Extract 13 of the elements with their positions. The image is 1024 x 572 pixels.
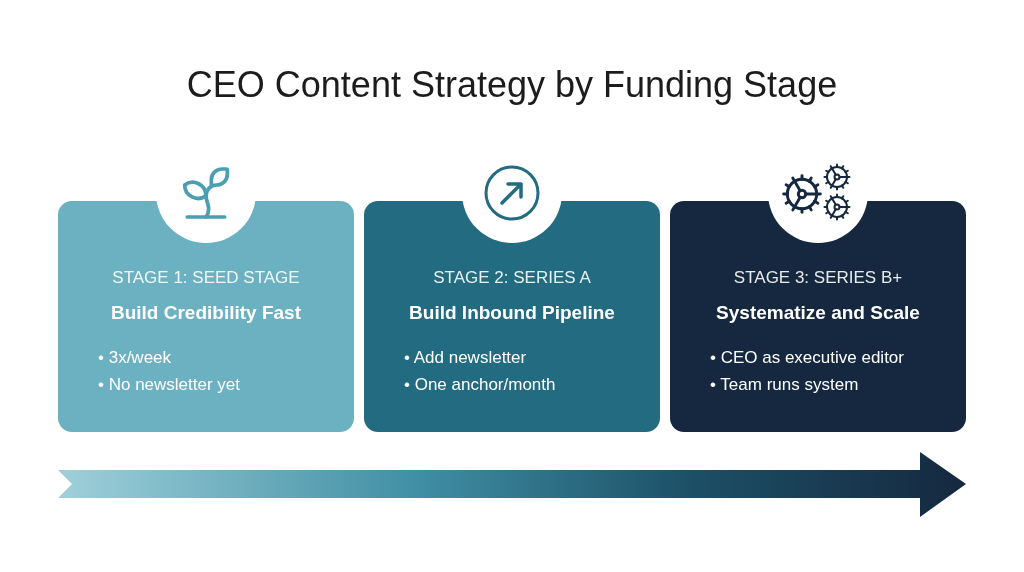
bullet-item: • Add newsletter: [404, 347, 527, 369]
bullet-item: • No newsletter yet: [98, 374, 240, 396]
bullet-item: • 3x/week: [98, 347, 172, 369]
bullet-item: • CEO as executive editor: [710, 347, 904, 369]
bullet-item: • One anchor/month: [404, 374, 556, 396]
stage-label: STAGE 3: SERIES B+: [732, 267, 904, 289]
bullet-item: • Team runs system: [710, 374, 859, 396]
stage-label: STAGE 1: SEED STAGE: [111, 267, 301, 289]
stage-heading: Build Inbound Pipeline: [408, 301, 616, 325]
stage-heading: Build Credibility Fast: [110, 301, 302, 325]
stage-heading: Systematize and Scale: [715, 301, 921, 325]
title: CEO Content Strategy by Funding Stage: [185, 63, 839, 107]
stage-label: STAGE 2: SERIES A: [432, 267, 592, 289]
